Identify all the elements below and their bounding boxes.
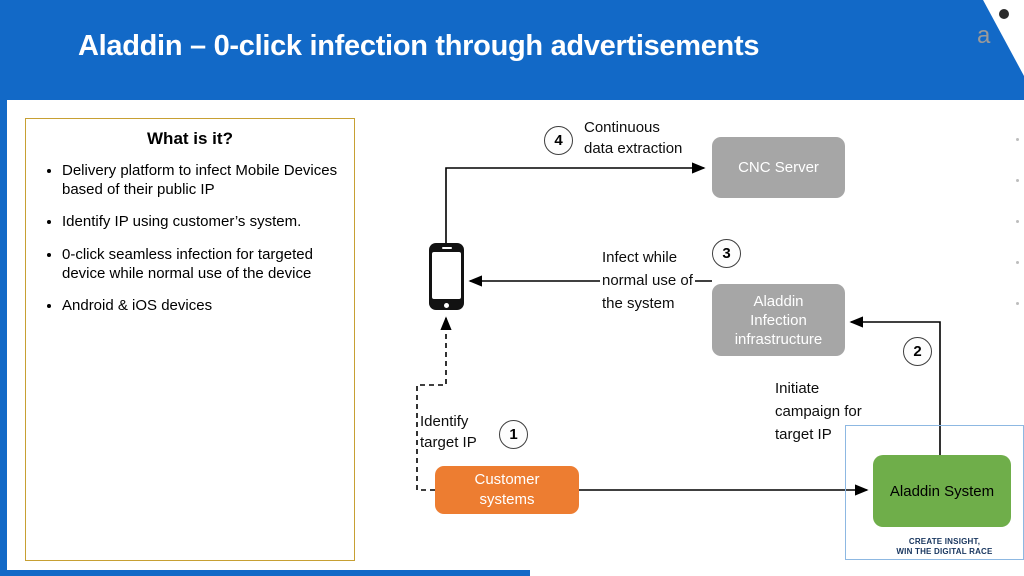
- step-1-label: Identify target IP: [420, 413, 477, 451]
- smartphone-home-button: [444, 302, 449, 308]
- smartphone-icon: [429, 243, 464, 310]
- step-3-badge: 3: [712, 239, 741, 268]
- step-2-badge: 2: [903, 337, 932, 366]
- what-is-it-panel: What is it? Delivery platform to infect …: [25, 118, 355, 561]
- smartphone-screen: [432, 252, 461, 299]
- node-aladdin-system: Aladdin System: [873, 455, 1011, 527]
- step-1-badge: 1: [499, 420, 528, 449]
- edge-dot: [1016, 261, 1019, 264]
- node-infection-infrastructure: Aladdin Infection infrastructure: [712, 284, 845, 356]
- step-4-label: Continuous data extraction: [584, 119, 683, 157]
- logo-dot: [999, 9, 1009, 19]
- bullet-item: Android & iOS devices: [62, 296, 338, 315]
- step-3-label: Infect while normal use of the system: [600, 246, 695, 315]
- arrow-customer-to-phone-dashed: [416, 316, 452, 491]
- edge-dot: [1016, 138, 1019, 141]
- node-customer-systems: Customer systems: [435, 466, 579, 514]
- node-cnc-server: CNC Server: [712, 137, 845, 198]
- edge-dot: [1016, 179, 1019, 182]
- step-4-badge: 4: [544, 126, 573, 155]
- panel-bullet-list: Delivery platform to infect Mobile Devic…: [38, 161, 342, 315]
- left-accent-strip: [0, 100, 7, 576]
- arrow-phone-to-cnc: [445, 162, 706, 243]
- edge-dot: [1016, 220, 1019, 223]
- brand-tagline: CREATE INSIGHT, WIN THE DIGITAL RACE: [896, 537, 993, 556]
- bullet-item: Delivery platform to infect Mobile Devic…: [62, 161, 338, 199]
- smartphone-speaker: [441, 246, 452, 249]
- step-2-label: Initiate campaign for target IP: [775, 380, 862, 443]
- bullet-item: 0-click seamless infection for targeted …: [62, 245, 338, 283]
- bottom-accent-strip: [0, 570, 530, 576]
- bullet-item: Identify IP using customer’s system.: [62, 212, 338, 231]
- logo-letter: a: [977, 22, 991, 49]
- edge-dot: [1016, 302, 1019, 305]
- panel-title: What is it?: [147, 129, 233, 148]
- header-banner: [0, 0, 1024, 100]
- slide-title: Aladdin – 0-click infection through adve…: [78, 30, 760, 62]
